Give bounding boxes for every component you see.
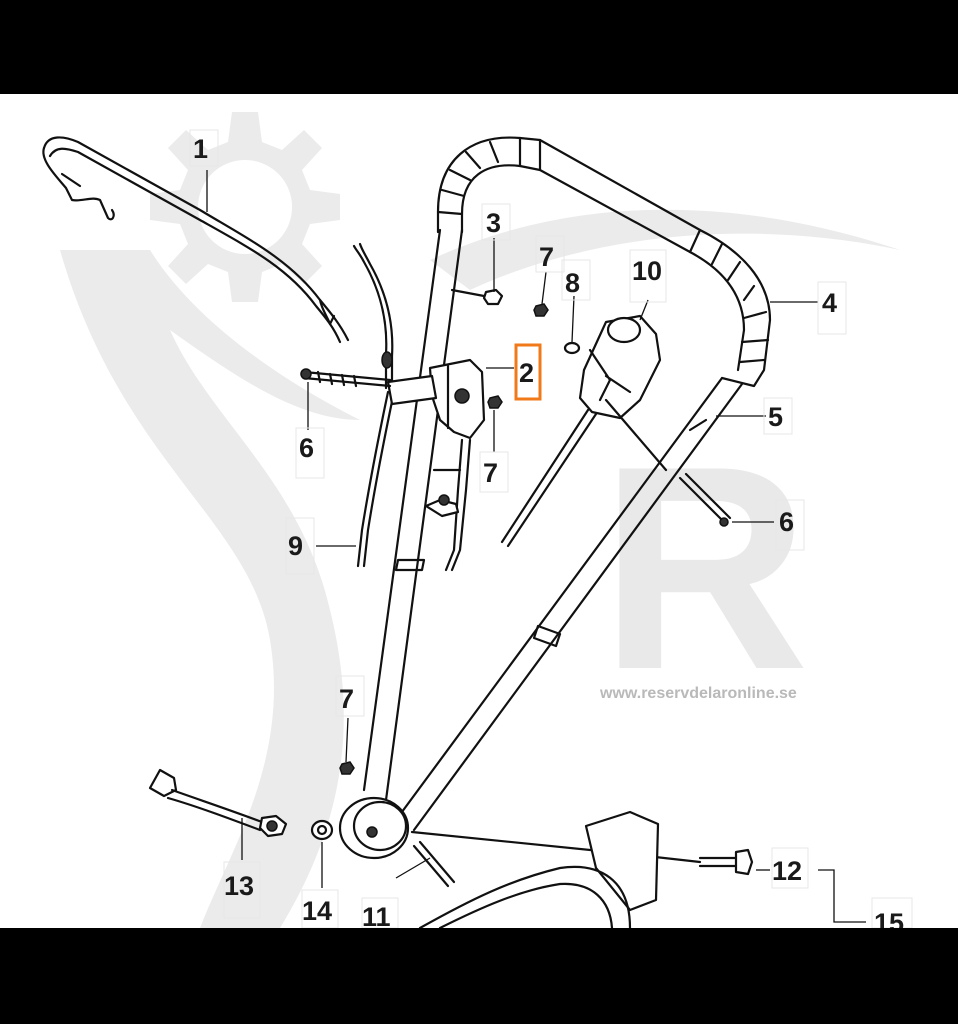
watermark-url: www.reservdelaronline.se (599, 685, 797, 702)
part-5-cable (604, 398, 668, 472)
svg-text:7: 7 (539, 242, 554, 272)
svg-text:1: 1 (193, 134, 208, 164)
part-9-cable (352, 242, 396, 568)
part-11-bolt (410, 830, 612, 888)
svg-text:4: 4 (822, 288, 837, 318)
callout-7-top[interactable]: 7 (535, 235, 565, 273)
parts-diagram: R www.reservdelaronline.se (42, 112, 913, 928)
part-1-bow (42, 136, 350, 344)
gear-icon (150, 112, 340, 302)
svg-text:10: 10 (632, 256, 662, 286)
callout-labels: 1 2 3 4 5 6 6 7 7 7 8 9 10 11 12 13 14 1… (189, 129, 913, 928)
svg-text:6: 6 (299, 433, 314, 463)
svg-text:7: 7 (339, 684, 354, 714)
callout-1[interactable]: 1 (189, 129, 219, 167)
callout-8[interactable]: 8 (561, 259, 591, 301)
callout-7-bottom[interactable]: 7 (335, 675, 365, 717)
callout-9[interactable]: 9 (285, 517, 315, 575)
part-13-knob (148, 768, 288, 838)
callout-6-right[interactable]: 6 (775, 499, 805, 551)
part-7-nut-b (487, 395, 503, 409)
callout-14[interactable]: 14 (301, 889, 339, 928)
swoosh-shape (60, 250, 360, 928)
part-6-bolt-left (300, 368, 392, 388)
svg-text:7: 7 (483, 458, 498, 488)
svg-text:12: 12 (772, 856, 802, 886)
callout-7-mid[interactable]: 7 (479, 451, 509, 493)
callout-4[interactable]: 4 (817, 281, 847, 335)
diagram-canvas: R www.reservdelaronline.se (0, 94, 958, 928)
part-4-upper-handle (436, 136, 772, 388)
swoosh-upper (430, 209, 900, 290)
svg-text:13: 13 (224, 871, 254, 901)
part-14-washer (310, 819, 334, 841)
callout-5[interactable]: 5 (763, 397, 793, 435)
part-2-bracket (386, 358, 486, 572)
callout-6-left[interactable]: 6 (295, 427, 325, 479)
svg-text:11: 11 (362, 902, 391, 928)
watermark-logo: R (60, 112, 900, 928)
logo-letter: R (600, 406, 809, 730)
callout-2[interactable]: 2 (514, 343, 542, 401)
callout-2-highlight (514, 343, 542, 401)
part-15-deck (418, 810, 660, 928)
svg-text:14: 14 (302, 896, 332, 926)
part-hub-disc (338, 796, 410, 860)
svg-text:9: 9 (288, 531, 303, 561)
callout-12[interactable]: 12 (771, 847, 809, 889)
part-8-washer (563, 341, 581, 355)
svg-text:15: 15 (874, 908, 904, 928)
part-3-nut (450, 288, 504, 306)
svg-text:8: 8 (565, 268, 580, 298)
svg-text:2: 2 (519, 358, 534, 388)
part-10-lever (500, 314, 662, 548)
callout-10[interactable]: 10 (629, 249, 667, 303)
svg-text:3: 3 (486, 208, 501, 238)
part-7-nut-a (533, 303, 549, 317)
svg-text:6: 6 (779, 507, 794, 537)
part-6-bolt-right (678, 472, 732, 527)
handle-left-bar (362, 228, 464, 802)
callout-11[interactable]: 11 (361, 897, 399, 928)
leader-lines (206, 170, 866, 923)
svg-text:5: 5 (768, 402, 783, 432)
callout-3[interactable]: 3 (481, 203, 511, 241)
callout-13[interactable]: 13 (223, 861, 261, 919)
part-7-nut-c (339, 761, 355, 775)
callout-15[interactable]: 15 (871, 897, 913, 928)
handle-right-bar (394, 376, 744, 832)
